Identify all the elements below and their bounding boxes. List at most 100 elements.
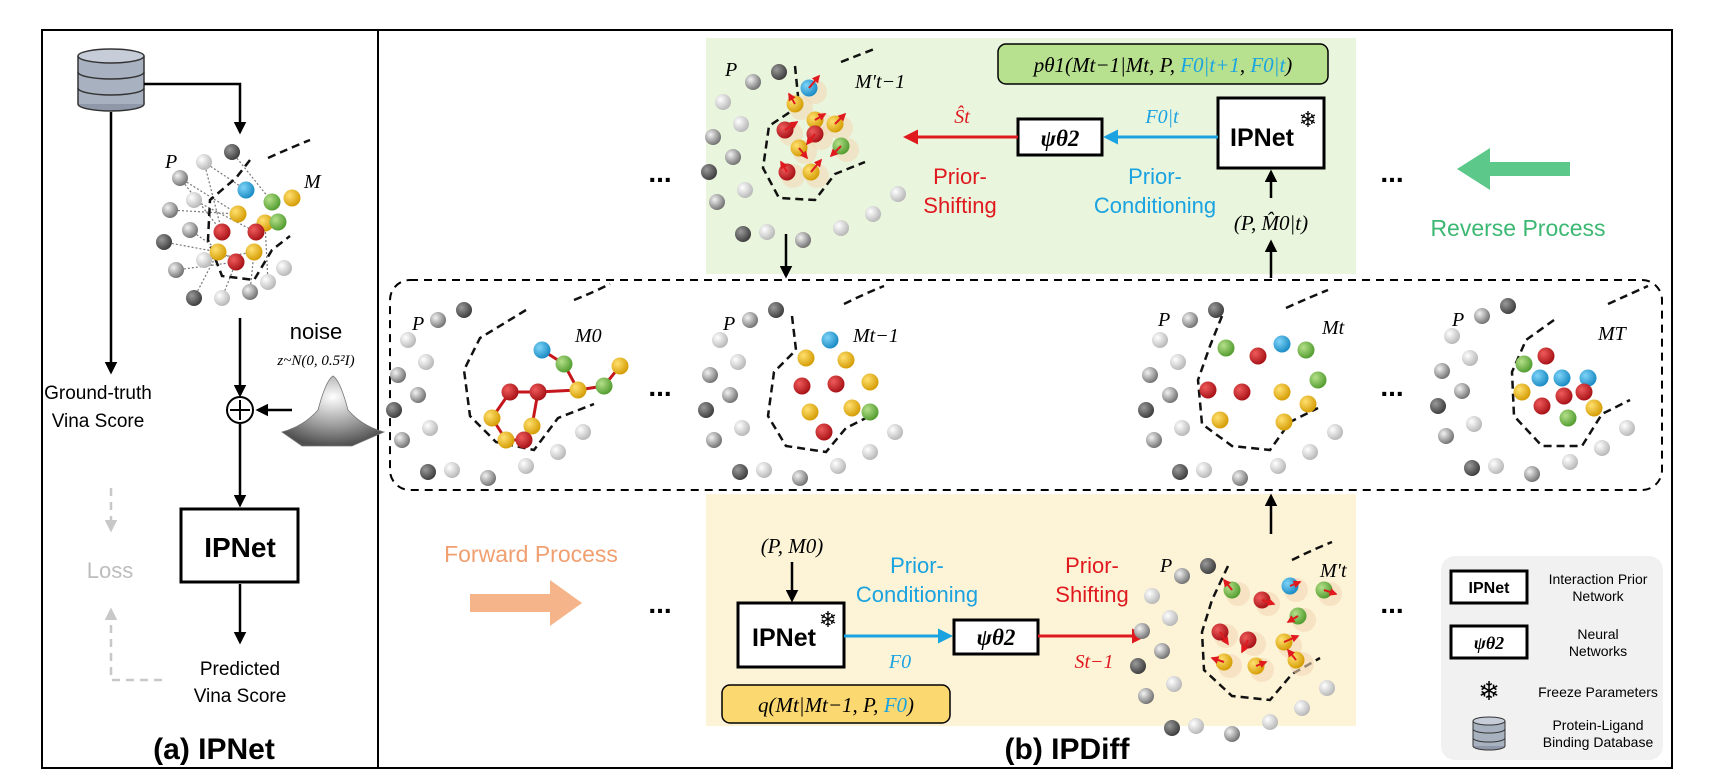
protein-atom bbox=[1138, 688, 1154, 704]
protein-atom bbox=[795, 232, 811, 248]
ipnet-box-reverse-label: IPNet bbox=[1230, 124, 1295, 152]
ligand-atom bbox=[1299, 395, 1317, 413]
ligand-atom bbox=[529, 383, 547, 401]
protein-atom bbox=[386, 402, 402, 418]
ligand-atom bbox=[1575, 383, 1593, 401]
reverse-s-label: Ŝt bbox=[954, 104, 970, 128]
ligand-atom bbox=[497, 431, 515, 449]
state1-p: P bbox=[722, 313, 735, 335]
protein-atom bbox=[792, 470, 808, 486]
ligand-atom bbox=[269, 213, 287, 231]
ligand-atom bbox=[797, 349, 815, 367]
protein-atom bbox=[1562, 454, 1578, 470]
protein-atom bbox=[1524, 466, 1540, 482]
protein-atom bbox=[771, 64, 787, 80]
ligand-atom bbox=[1273, 383, 1291, 401]
protein-atom bbox=[1172, 464, 1188, 480]
protein-atom bbox=[1142, 367, 1158, 383]
forward-prior-shifting-1: Prior- bbox=[1065, 553, 1119, 578]
protein-atom bbox=[732, 464, 748, 480]
protein-atom bbox=[1188, 718, 1204, 734]
ligand-atom bbox=[523, 417, 541, 435]
protein-atom bbox=[420, 464, 436, 480]
protein-atom bbox=[172, 170, 188, 186]
ipnet-box-a bbox=[179, 507, 300, 584]
forward-prior-conditioning-2: Conditioning bbox=[856, 582, 978, 607]
protein-atom bbox=[733, 116, 749, 132]
forward-formula: q(Mt|Mt−1, P, F0) bbox=[758, 693, 914, 717]
ligand-atom bbox=[515, 431, 533, 449]
protein-atom bbox=[186, 290, 202, 306]
ligand-atom bbox=[555, 355, 573, 373]
protein-atom bbox=[705, 129, 721, 145]
ipnet-box-reverse bbox=[1216, 96, 1326, 170]
pocket-a-p: P bbox=[164, 151, 177, 173]
protein-atom bbox=[1488, 458, 1504, 474]
legend-psi-symbol bbox=[1449, 624, 1529, 660]
protein-atom bbox=[1262, 714, 1278, 730]
loss-label: Loss bbox=[87, 558, 133, 583]
pocket-forward bbox=[1130, 540, 1342, 742]
sum-node-icon bbox=[226, 396, 254, 424]
protein-atom bbox=[1430, 398, 1446, 414]
ligand-atom bbox=[213, 223, 231, 241]
protein-atom bbox=[550, 444, 566, 460]
ipnet-box-forward-label: IPNet bbox=[752, 624, 817, 652]
pocket-fwd-p: P bbox=[1159, 555, 1172, 577]
reverse-prior-shifting-1: Prior- bbox=[933, 164, 987, 189]
protein-atom bbox=[242, 284, 258, 300]
legend-ipnet-symbol bbox=[1449, 569, 1529, 605]
forward-formula-box bbox=[721, 684, 951, 724]
protein-atom bbox=[1166, 676, 1182, 692]
protein-atom bbox=[400, 332, 416, 348]
noise-label: noise bbox=[290, 319, 343, 344]
ligand-atom bbox=[227, 253, 245, 271]
protein-atom bbox=[186, 192, 202, 208]
protein-atom bbox=[715, 94, 731, 110]
protein-atom bbox=[1134, 623, 1150, 639]
protein-atom bbox=[224, 144, 240, 160]
protein-atom bbox=[734, 420, 750, 436]
legend-psi-text-1: Neural bbox=[1577, 626, 1618, 642]
ligand-atom bbox=[229, 205, 247, 223]
protein-atom bbox=[1319, 680, 1335, 696]
middle-ellipsis-2: ... bbox=[1380, 371, 1403, 402]
forward-prior-shifting-2: Shifting bbox=[1055, 582, 1128, 607]
protein-atom bbox=[1438, 428, 1454, 444]
ligand-atom bbox=[595, 377, 613, 395]
groundtruth-line2: Vina Score bbox=[52, 411, 145, 432]
protein-atom bbox=[1500, 298, 1516, 314]
protein-atom bbox=[480, 470, 496, 486]
protein-atom bbox=[833, 220, 849, 236]
legend-freeze-text: Freeze Parameters bbox=[1538, 684, 1658, 700]
pred-to-loss-arrow bbox=[104, 607, 162, 682]
protein-atom bbox=[156, 234, 172, 250]
ligand-atom bbox=[801, 403, 819, 421]
protein-atom bbox=[1270, 458, 1286, 474]
protein-atom bbox=[1466, 416, 1482, 432]
protein-atom bbox=[1146, 432, 1162, 448]
psi-box-reverse-label: ψθ2 bbox=[1041, 126, 1080, 151]
ligand-atom bbox=[569, 381, 587, 399]
ligand-atom bbox=[861, 403, 879, 421]
forward-f-label: F0 bbox=[888, 651, 911, 673]
state2-p: P bbox=[1157, 309, 1170, 331]
protein-atom bbox=[1474, 308, 1490, 324]
forward-process-arrow-icon bbox=[470, 580, 582, 626]
reverse-prior-conditioning-2: Conditioning bbox=[1094, 193, 1216, 218]
outer-frame bbox=[41, 29, 1673, 769]
reverse-process-label: Reverse Process bbox=[1430, 215, 1605, 241]
ligand-atom bbox=[861, 373, 879, 391]
protein-atom bbox=[698, 402, 714, 418]
protein-atom bbox=[1162, 387, 1178, 403]
forward-ellipsis-left: ... bbox=[648, 588, 671, 619]
state0-m: M0 bbox=[574, 325, 602, 347]
panel-b-title: (b) IPDiff bbox=[1005, 733, 1131, 766]
protein-atom bbox=[410, 387, 426, 403]
ligand-atom bbox=[237, 181, 255, 199]
forward-prior-conditioning-1: Prior- bbox=[890, 553, 944, 578]
protein-atom bbox=[1224, 726, 1240, 742]
protein-atom bbox=[1164, 720, 1180, 736]
protein-atom bbox=[1144, 588, 1160, 604]
